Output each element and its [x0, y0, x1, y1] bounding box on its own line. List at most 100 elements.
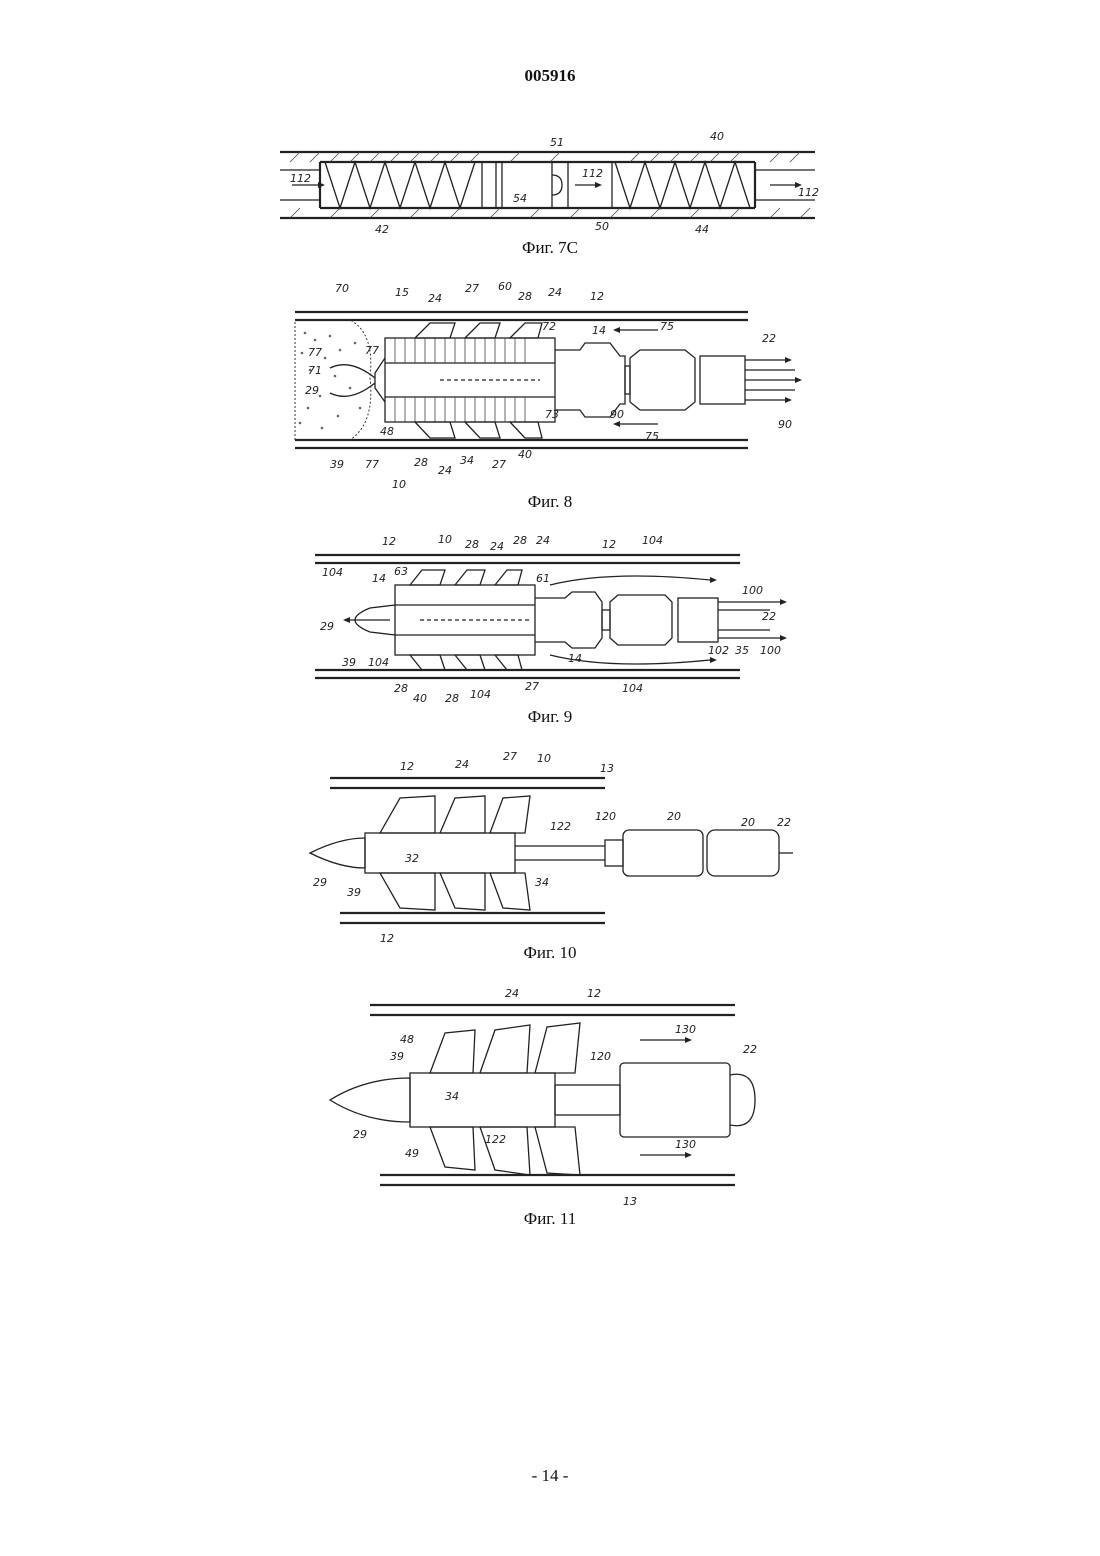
fig8-label: 24 [548, 286, 562, 299]
fig9-label: 12 [602, 538, 616, 551]
figure-9-caption: Фиг. 9 [0, 707, 1100, 727]
figure-7c-drawing: 112 42 54 51 112 50 40 44 112 [270, 130, 830, 240]
fig10-label: 34 [535, 876, 549, 889]
fig8-label: 12 [590, 290, 604, 303]
fig8-label: 27 [465, 282, 479, 295]
fig8-label: 39 [330, 458, 344, 471]
figure-8-caption: Фиг. 8 [0, 492, 1100, 512]
fig8-label: 75 [660, 320, 674, 333]
fig7c-label: 40 [710, 130, 724, 143]
fig9-label: 100 [742, 584, 763, 597]
fig8-label: 28 [414, 456, 428, 469]
fig8-label: 48 [380, 425, 394, 438]
fig8-label: 75 [645, 430, 659, 443]
fig10-label: 122 [550, 820, 571, 833]
figure-9-drawing: 12 10 28 24 28 24 12 104 63 14 104 61 10… [310, 530, 790, 705]
figure-11-caption: Фиг. 11 [0, 1209, 1100, 1229]
fig9-label: 61 [536, 572, 550, 585]
fig11-label: 12 [587, 987, 601, 1000]
fig8-label: 72 [542, 320, 556, 333]
fig9-label: 100 [760, 644, 781, 657]
fig9-label: 104 [642, 534, 663, 547]
spring-42 [325, 162, 475, 208]
fig9-label: 104 [470, 688, 491, 701]
fig10-label: 39 [347, 886, 361, 899]
fig9-label: 104 [622, 682, 643, 695]
fig10-label: 20 [741, 816, 755, 829]
fig9-label: 27 [525, 680, 539, 693]
fig8-label: 22 [762, 332, 776, 345]
page-number: - 14 - [0, 1466, 1100, 1486]
fig9-label: 102 [708, 644, 729, 657]
fig10-label: 32 [405, 852, 419, 865]
fig9-label: 28 [465, 538, 479, 551]
figure-8-drawing: 70 15 24 27 60 28 24 12 72 14 75 22 77 7… [280, 278, 820, 488]
fig8-label: 28 [518, 290, 532, 303]
fig10-label: 120 [595, 810, 616, 823]
fig11-label: 34 [445, 1090, 459, 1103]
fig9-label: 40 [413, 692, 427, 705]
fig9-label: 104 [368, 656, 389, 669]
fig8-label: 24 [428, 292, 442, 305]
fig9-label: 24 [490, 540, 504, 553]
fig8-label: 27 [492, 458, 506, 471]
fig9-label: 22 [762, 610, 776, 623]
fig10-label: 12 [400, 760, 414, 773]
fig11-label: 49 [405, 1147, 419, 1160]
fig7c-label: 112 [582, 167, 603, 180]
fig11-label: 22 [743, 1043, 757, 1056]
fig10-label: 24 [455, 758, 469, 771]
figure-7c-caption: Фиг. 7C [0, 238, 1100, 258]
fig8-label: 15 [395, 286, 409, 299]
fig8-label: 10 [392, 478, 406, 491]
fig7c-label: 112 [290, 172, 311, 185]
fig9-label: 12 [382, 535, 396, 548]
fig7c-label: 42 [375, 223, 389, 236]
fig8-label: 29 [305, 384, 319, 397]
figure-10-caption: Фиг. 10 [0, 943, 1100, 963]
fig8-label: 77 [365, 344, 379, 357]
fig11-label: 130 [675, 1138, 696, 1151]
fig10-label: 13 [600, 762, 614, 775]
fig8-label: 34 [460, 454, 474, 467]
fig8-label: 14 [592, 324, 606, 337]
fig11-label: 130 [675, 1023, 696, 1036]
fig8-label: 24 [438, 464, 452, 477]
fig8-label: 73 [545, 408, 559, 421]
fig8-label: 90 [610, 408, 624, 421]
fig8-label: 71 [308, 364, 322, 377]
fig11-label: 39 [390, 1050, 404, 1063]
spring-44 [615, 162, 750, 208]
fig11-label: 48 [400, 1033, 414, 1046]
valve-body-54 [502, 162, 552, 208]
fig8-label: 70 [335, 282, 349, 295]
fig8-label: 60 [498, 280, 512, 293]
fig9-label: 14 [372, 572, 386, 585]
debris-deposit [295, 320, 371, 440]
fig11-label: 13 [623, 1195, 637, 1208]
fig10-label: 27 [503, 750, 517, 763]
fig8-label: 77 [365, 458, 379, 471]
fig9-label: 14 [568, 652, 582, 665]
fig11-label: 29 [353, 1128, 367, 1141]
fig10-label: 29 [313, 876, 327, 889]
fig7c-label: 51 [550, 136, 564, 149]
fig7c-label: 50 [595, 220, 609, 233]
fig9-label: 28 [394, 682, 408, 695]
fig9-label: 10 [438, 533, 452, 546]
document-number: 005916 [0, 66, 1100, 86]
fig9-label: 35 [735, 644, 749, 657]
fig9-label: 28 [513, 534, 527, 547]
fig8-label: 40 [518, 448, 532, 461]
fig10-label: 10 [537, 752, 551, 765]
fig9-label: 39 [342, 656, 356, 669]
fig9-label: 28 [445, 692, 459, 705]
fig7c-label: 112 [798, 186, 819, 199]
fig9-label: 63 [394, 565, 408, 578]
fig11-label: 24 [505, 987, 519, 1000]
figure-11-drawing: 24 12 48 39 130 120 22 34 29 122 49 130 … [325, 985, 765, 1210]
fig7c-label: 44 [695, 223, 709, 236]
fig9-label: 24 [536, 534, 550, 547]
fig8-label: 77 [308, 346, 322, 359]
fig8-label: 90 [778, 418, 792, 431]
